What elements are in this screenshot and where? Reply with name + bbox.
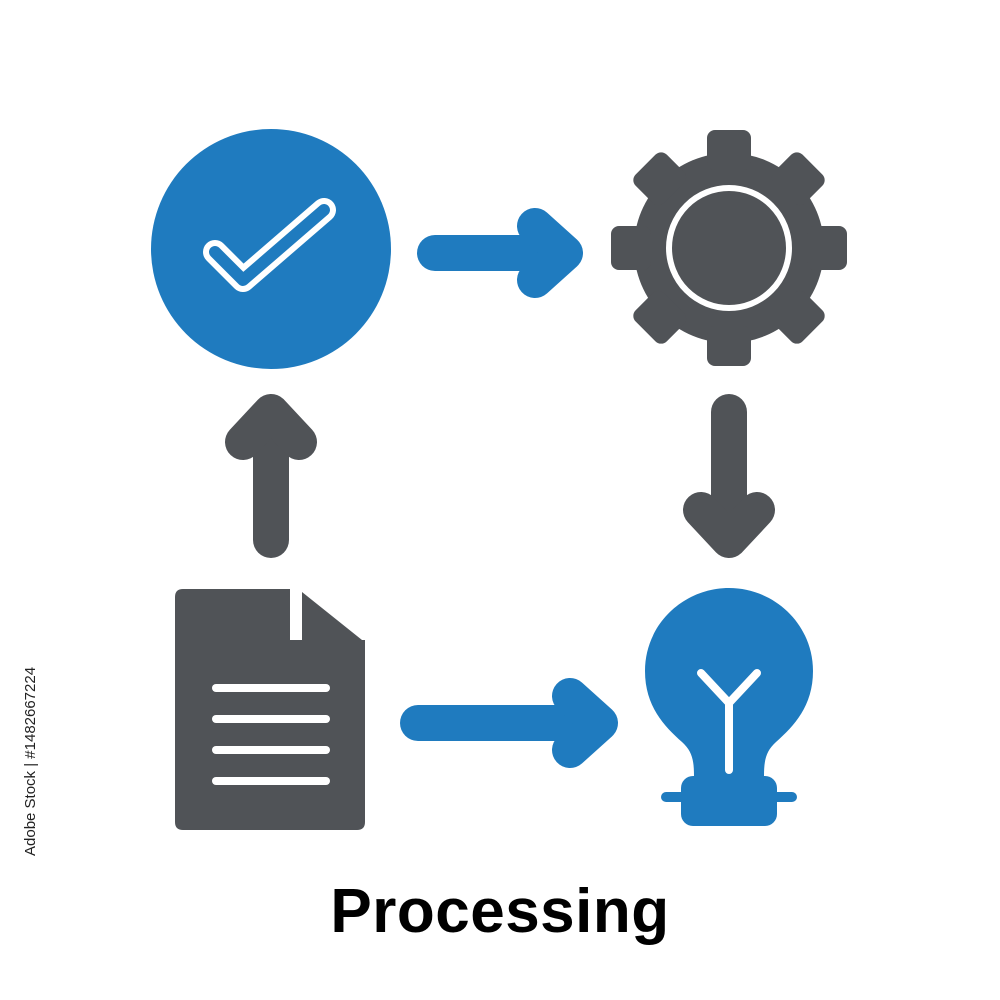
gear-tooth [807,226,847,270]
lightbulb-icon [645,588,813,826]
arrow-right-icon [400,678,618,768]
stock-id-label: Adobe Stock | #1482667224 [0,0,39,1000]
stock-id-text: Adobe Stock | #1482667224 [22,666,39,856]
arrow-head [517,208,583,298]
gear-tooth [633,290,687,344]
arrow-down-icon [683,394,775,558]
arrow-head [552,678,618,768]
document-icon [175,589,365,830]
arrow-head [225,394,317,460]
gear-inner-ring [666,185,792,311]
checkmark-fill [209,204,330,286]
gear-tooth [707,326,751,366]
arrow-right-icon [417,208,583,298]
gear-icon [611,130,847,366]
arrow-head [683,492,775,558]
lightbulb-filament [697,669,761,774]
gear-tooth [771,290,825,344]
lightbulb-glass [645,588,813,776]
document-page [175,589,365,830]
gear-tooth [707,130,751,170]
gear-tooth [633,152,687,206]
document-fold [302,592,362,640]
diagram-caption: Processing [330,877,670,946]
arrow-up-icon [225,394,317,558]
gear-tooth [611,226,651,270]
check-circle-icon [151,129,391,369]
gear-tooth [771,152,825,206]
